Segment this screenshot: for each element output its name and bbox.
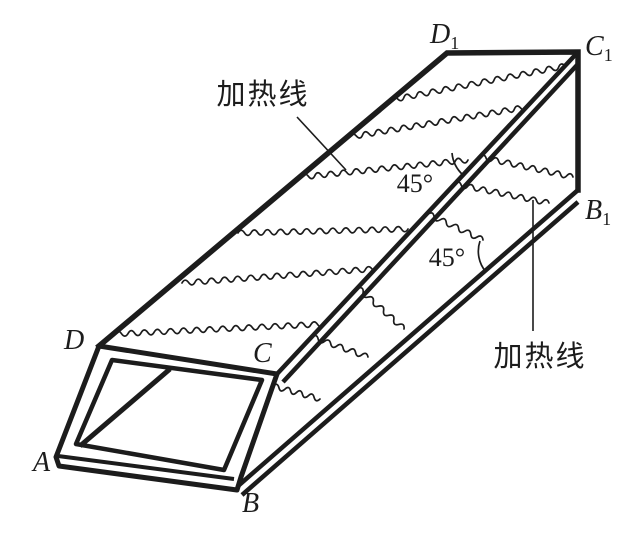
vertex-label-A: A — [31, 447, 51, 478]
vertex-label-D: D — [63, 325, 84, 356]
vertex-label-D1: D1 — [429, 19, 459, 53]
edge-C-C1 — [281, 62, 580, 384]
vertex-label-C1: C1 — [585, 31, 613, 65]
vertex-letter: B — [585, 195, 602, 226]
angle-arcs — [451, 152, 487, 273]
vertex-subscript: 1 — [450, 33, 459, 53]
vertex-letter: D — [429, 19, 450, 50]
vertex-label-B1: B1 — [585, 195, 611, 229]
edge-B-B1 — [240, 200, 580, 497]
front-frame — [53, 343, 280, 493]
heating-wire — [349, 105, 528, 139]
edge-B-B1 — [236, 188, 580, 488]
diagonal-brace — [78, 367, 172, 448]
angle-label-top: 45° — [397, 169, 433, 198]
heating-wire — [427, 212, 484, 241]
vertex-label-C: C — [253, 338, 272, 369]
heating-wire — [301, 157, 469, 180]
heating-wire-label-top: 加热线 — [216, 78, 309, 111]
vertex-subscript: 1 — [604, 45, 613, 65]
heating-wire-label-side: 加热线 — [493, 340, 586, 373]
vertex-labels: D1 C1 B1 D C A B — [31, 19, 613, 519]
heating-wire — [390, 63, 566, 102]
angle-arc-45 — [451, 152, 464, 176]
vertex-subscript: 1 — [602, 209, 611, 229]
heating-wires-top — [114, 63, 566, 337]
vertex-letter: A — [31, 447, 51, 478]
heating-wire — [479, 154, 574, 179]
heating-wire — [454, 181, 550, 205]
edge-C-C1 — [275, 50, 580, 376]
vertex-letter: C — [253, 338, 272, 369]
vertex-letter: B — [242, 488, 259, 519]
angle-label-side: 45° — [429, 243, 465, 272]
vertex-letter: D — [63, 325, 84, 356]
edge-A-B — [57, 454, 235, 481]
vertex-letter: C — [585, 31, 604, 62]
annotation-labels: 加热线 加热线 45° 45° — [216, 78, 586, 373]
leader-line — [296, 116, 347, 171]
frame-outer-ABCD — [53, 343, 280, 493]
heating-wire — [272, 383, 321, 402]
leader-lines — [296, 116, 534, 331]
angle-arc-45 — [477, 240, 487, 273]
vertex-label-B: B — [242, 488, 259, 519]
heating-wire — [114, 321, 325, 337]
frame-inner-opening — [73, 357, 265, 473]
edge-D-D1-C1-B1 — [95, 49, 581, 350]
box-edges — [95, 49, 581, 497]
heating-wire — [181, 265, 373, 286]
heating-wire — [237, 225, 409, 237]
